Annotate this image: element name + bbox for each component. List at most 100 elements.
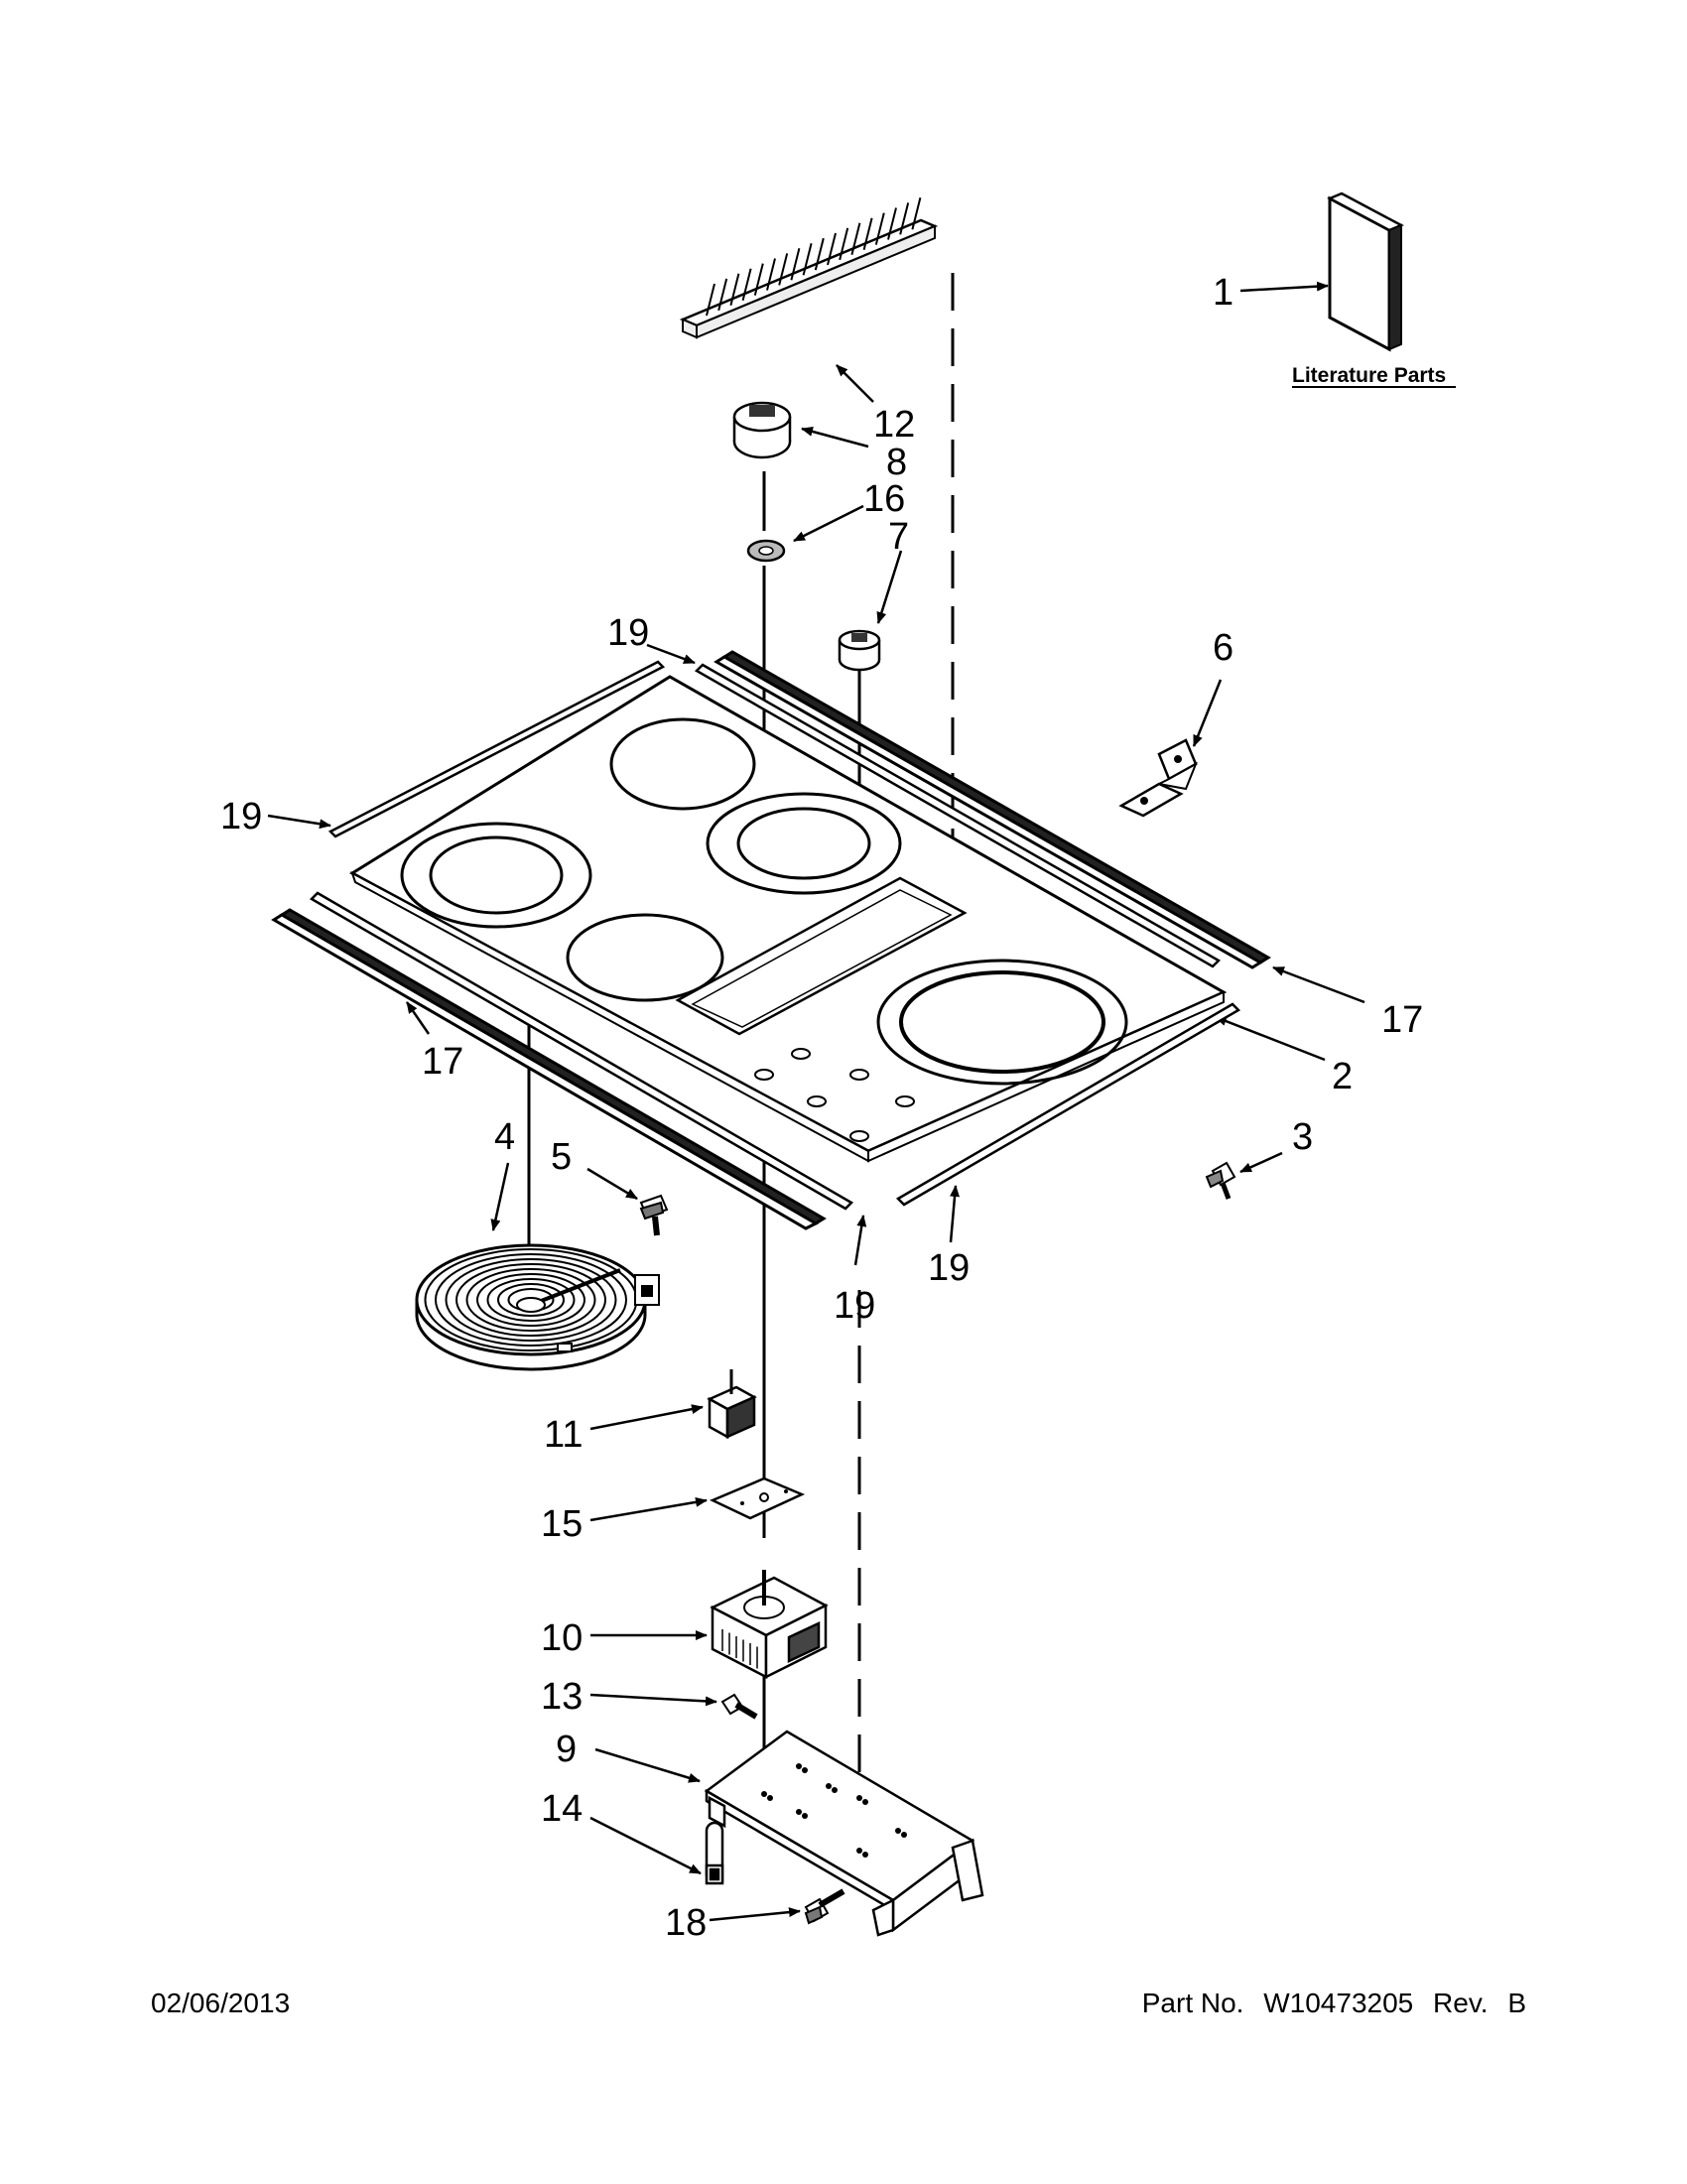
leader-2 xyxy=(1215,1015,1326,1062)
callout-1: 1 xyxy=(1213,272,1233,314)
element-coil-ring xyxy=(455,1263,606,1337)
callout-12: 12 xyxy=(873,404,915,446)
leader-9 xyxy=(594,1747,701,1783)
element-coil-ring xyxy=(465,1268,596,1332)
callout-3: 3 xyxy=(1292,1116,1313,1158)
grille-slot xyxy=(741,268,752,301)
leader-8 xyxy=(801,427,869,449)
callout-17-left: 17 xyxy=(422,1041,463,1083)
leader-17-right xyxy=(1272,965,1365,1004)
element-coil-ring xyxy=(445,1258,617,1342)
grille-slot xyxy=(862,217,873,250)
callout-4: 4 xyxy=(494,1116,515,1158)
grille-slot xyxy=(874,212,885,245)
grille-slot xyxy=(766,258,776,291)
callout-15: 15 xyxy=(541,1503,583,1545)
element-coil-ring xyxy=(497,1283,565,1317)
grille-slot xyxy=(839,227,849,261)
radiant-surface-element xyxy=(415,1243,660,1371)
screw-13 xyxy=(720,1693,758,1720)
callout-11: 11 xyxy=(544,1414,583,1456)
grille-slot xyxy=(899,202,910,235)
revision-value: B xyxy=(1507,1988,1526,2018)
literature-parts-label: Literature Parts xyxy=(1292,364,1446,387)
leader-18 xyxy=(709,1907,801,1922)
grille-slot xyxy=(753,263,764,296)
grille-slot xyxy=(827,232,837,266)
callout-17-right: 17 xyxy=(1381,999,1423,1041)
leader-19-a xyxy=(267,814,331,830)
leader-4 xyxy=(490,1162,510,1231)
leader-7 xyxy=(876,550,903,624)
grille-slot xyxy=(717,278,728,312)
callout-8: 8 xyxy=(886,442,907,483)
grille-slot xyxy=(911,197,922,230)
leader-11 xyxy=(589,1404,704,1431)
gasket-strips xyxy=(271,650,1271,1230)
leader-12 xyxy=(836,364,874,403)
callout-19-top: 19 xyxy=(607,612,649,654)
element-coil-ring xyxy=(486,1278,576,1322)
screw-18 xyxy=(804,1888,845,1925)
control-mounting-bracket xyxy=(704,1730,984,1937)
control-knob-small xyxy=(838,629,881,672)
element-coil-ring xyxy=(435,1253,627,1347)
callout-5: 5 xyxy=(551,1136,572,1178)
footer-part-number: Part No. W10473205 Rev. B xyxy=(1130,1988,1526,2019)
footer-date: 02/06/2013 xyxy=(151,1988,291,2018)
callout-6: 6 xyxy=(1213,627,1233,669)
part-number-value: W10473205 xyxy=(1263,1988,1414,2018)
knob-seal-ring xyxy=(746,539,786,563)
cooktop-glass-top xyxy=(349,675,1228,1163)
callout-9: 9 xyxy=(556,1729,577,1770)
leader-17-left xyxy=(405,1001,431,1035)
leader-3 xyxy=(1239,1151,1283,1174)
grille-slot xyxy=(887,207,897,240)
leader-19-b xyxy=(646,643,696,665)
leader-15 xyxy=(589,1496,708,1522)
screw-5 xyxy=(639,1194,669,1236)
bracket-holes xyxy=(761,1763,907,1858)
leader-13 xyxy=(589,1693,717,1707)
literature-parts-booklet xyxy=(1327,192,1404,352)
callout-18: 18 xyxy=(665,1902,707,1944)
grille-slot xyxy=(706,283,715,317)
grille-slot xyxy=(802,242,813,276)
callout-7: 7 xyxy=(888,516,909,558)
leader-14 xyxy=(589,1816,702,1875)
control-knob-large xyxy=(732,401,792,459)
trim-strips xyxy=(309,660,1241,1211)
grille-slot xyxy=(778,253,789,286)
leader-19-c xyxy=(853,1215,867,1266)
grille-slot xyxy=(814,237,825,271)
leader-16 xyxy=(793,504,864,543)
callout-13: 13 xyxy=(541,1676,583,1718)
callout-2: 2 xyxy=(1332,1056,1353,1097)
infinite-switch-small xyxy=(707,1369,757,1440)
grille-slot xyxy=(729,273,740,307)
cooking-zone-markings xyxy=(400,717,1128,1086)
grille-slot xyxy=(850,222,861,256)
leader-6 xyxy=(1192,679,1223,747)
bracket-clip xyxy=(705,1821,724,1885)
element-coil-ring xyxy=(476,1273,585,1327)
screw-3 xyxy=(1205,1161,1236,1200)
leader-1 xyxy=(1239,281,1329,293)
leader-5 xyxy=(586,1167,638,1201)
callout-10: 10 xyxy=(541,1617,583,1659)
callout-19-right: 19 xyxy=(928,1247,970,1289)
callout-14: 14 xyxy=(541,1788,583,1830)
leader-19-d xyxy=(949,1185,961,1243)
part-number-label: Part No. xyxy=(1141,1988,1244,2018)
grille-slot xyxy=(790,248,801,281)
callout-19-bottom: 19 xyxy=(834,1285,875,1327)
control-holes xyxy=(754,1048,915,1142)
callout-19-left: 19 xyxy=(220,796,262,837)
insulator-plate xyxy=(709,1477,806,1520)
infinite-switch xyxy=(710,1570,829,1680)
vent-grille xyxy=(679,197,939,339)
callout-16: 16 xyxy=(863,478,905,520)
revision-label: Rev. xyxy=(1433,1988,1489,2018)
mounting-bracket-clip xyxy=(1118,738,1198,818)
